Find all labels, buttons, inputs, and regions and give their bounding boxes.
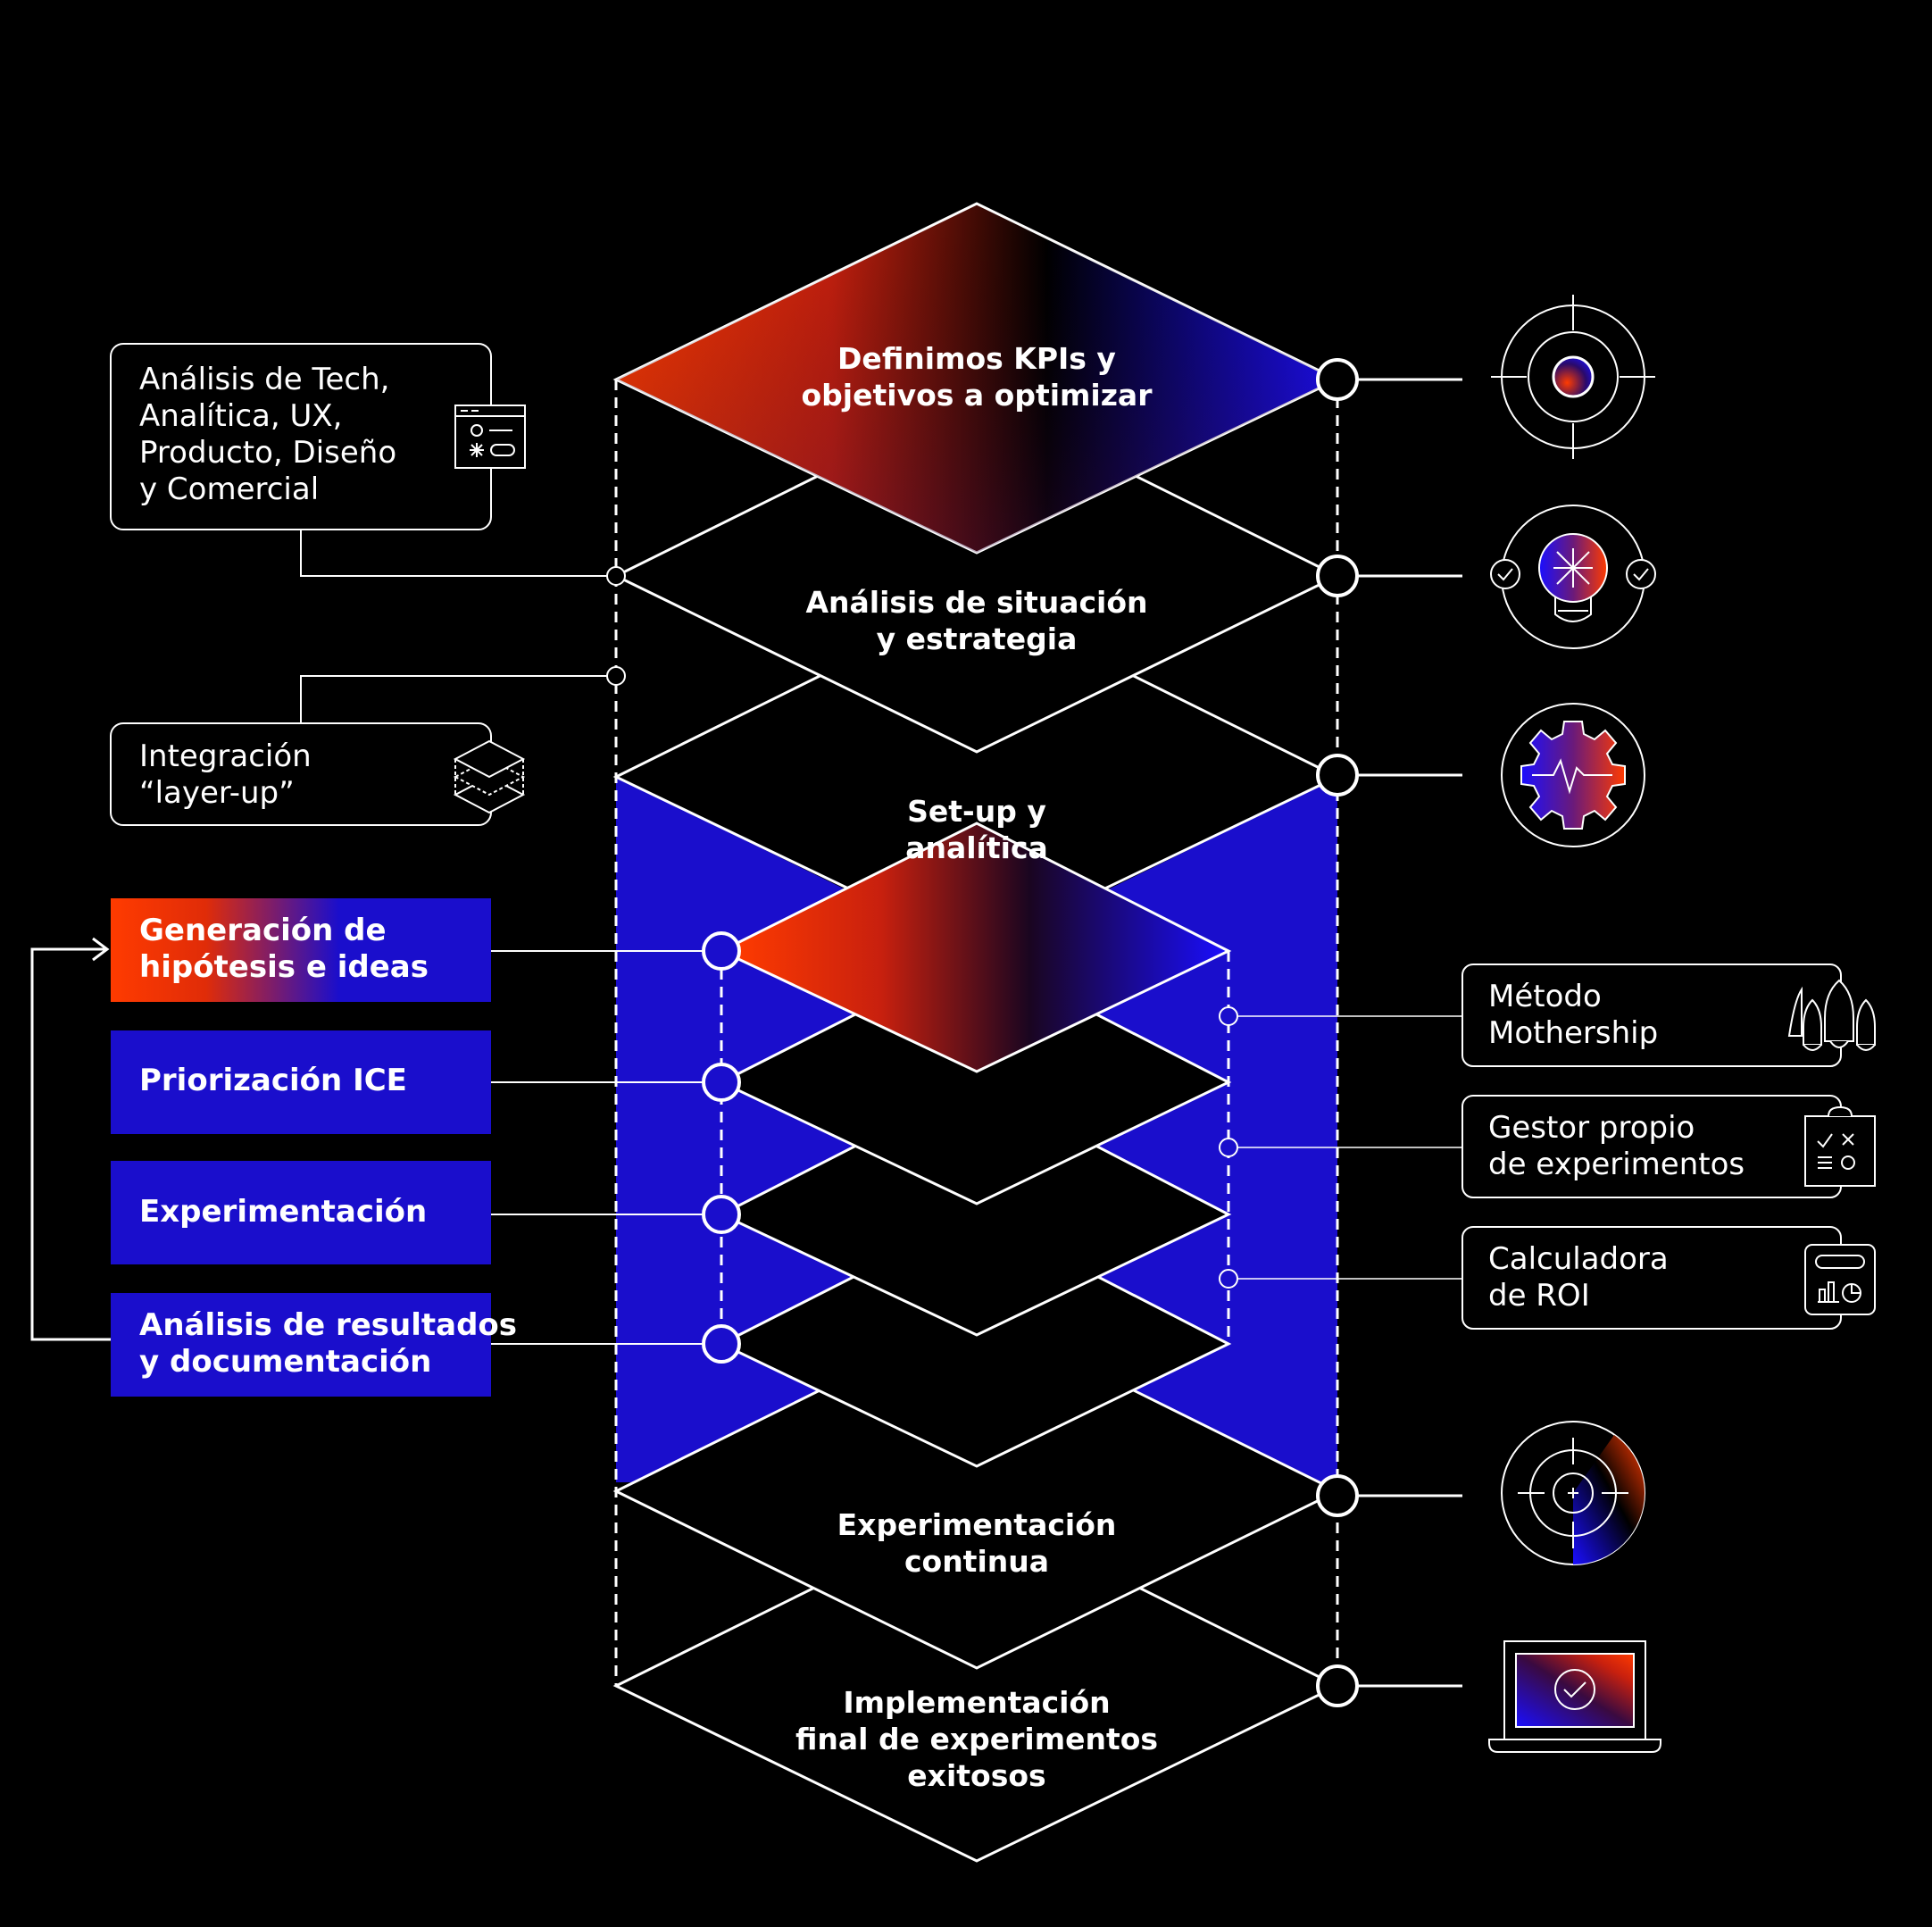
loop-label-priorizacion: Priorización ICE <box>139 1063 407 1098</box>
stage-nodes <box>702 358 1359 1707</box>
laptop-check-icon <box>1488 1640 1661 1753</box>
loop-step-boxes <box>111 898 491 1397</box>
stage-label-situacion: Análisis de situación y estrategia <box>805 585 1148 656</box>
browser-window-icon <box>454 405 526 469</box>
clipboard-checklist-icon <box>1804 1105 1876 1187</box>
node-priorizacion <box>702 1063 741 1102</box>
tool-label-metodo: Método Mothership <box>1488 979 1659 1051</box>
node-kpis <box>1316 358 1359 401</box>
radar-target-icon <box>1501 1421 1645 1565</box>
box-label-integracion: Integración “layer-up” <box>139 738 312 811</box>
rocket-icon <box>1787 979 1876 1051</box>
loop-arrow <box>30 937 111 1341</box>
stage-label-implementacion: Implementación final de experimentos exi… <box>795 1685 1159 1793</box>
target-crosshair-icon <box>1491 295 1655 459</box>
loop-label-generacion: Generación de hipótesis e ideas <box>139 913 429 985</box>
layers-stack-icon <box>453 739 526 814</box>
node-experimentacion <box>702 1195 741 1234</box>
left-connectors <box>300 530 721 1345</box>
box-label-analisis-tech: Análisis de Tech, Analítica, UX, Product… <box>139 362 397 507</box>
node-situacion <box>1316 555 1359 597</box>
box-experimentacion <box>111 1161 491 1264</box>
gear-pulse-icon <box>1501 703 1645 847</box>
loop-diamonds <box>718 822 1232 1468</box>
node-continua <box>1316 1474 1359 1517</box>
lightbulb-checks-icon <box>1490 505 1656 649</box>
box-analisis-resultados <box>111 1293 491 1397</box>
tool-connectors <box>1228 1015 1462 1280</box>
calculator-chart-icon <box>1804 1244 1876 1315</box>
box-priorizacion <box>111 1030 491 1134</box>
node-analisis <box>702 1324 741 1364</box>
node-generacion <box>702 931 741 971</box>
tool-label-calculadora: Calculadora de ROI <box>1488 1241 1669 1314</box>
node-implementacion <box>1316 1664 1359 1707</box>
stage-label-kpis: Definimos KPIs y objetivos a optimizar <box>801 341 1153 413</box>
small-nodes <box>606 566 1238 1289</box>
box-generacion <box>111 898 491 1002</box>
stage-label-continua: Experimentación continua <box>837 1507 1117 1579</box>
tool-label-gestor: Gestor propio de experimentos <box>1488 1110 1745 1182</box>
node-setup <box>1316 754 1359 797</box>
loop-label-experimentacion: Experimentación <box>139 1194 428 1230</box>
loop-label-analisis-resultados: Análisis de resultados y documentación <box>139 1307 518 1380</box>
stage-label-setup: Set-up y analítica <box>905 794 1048 865</box>
